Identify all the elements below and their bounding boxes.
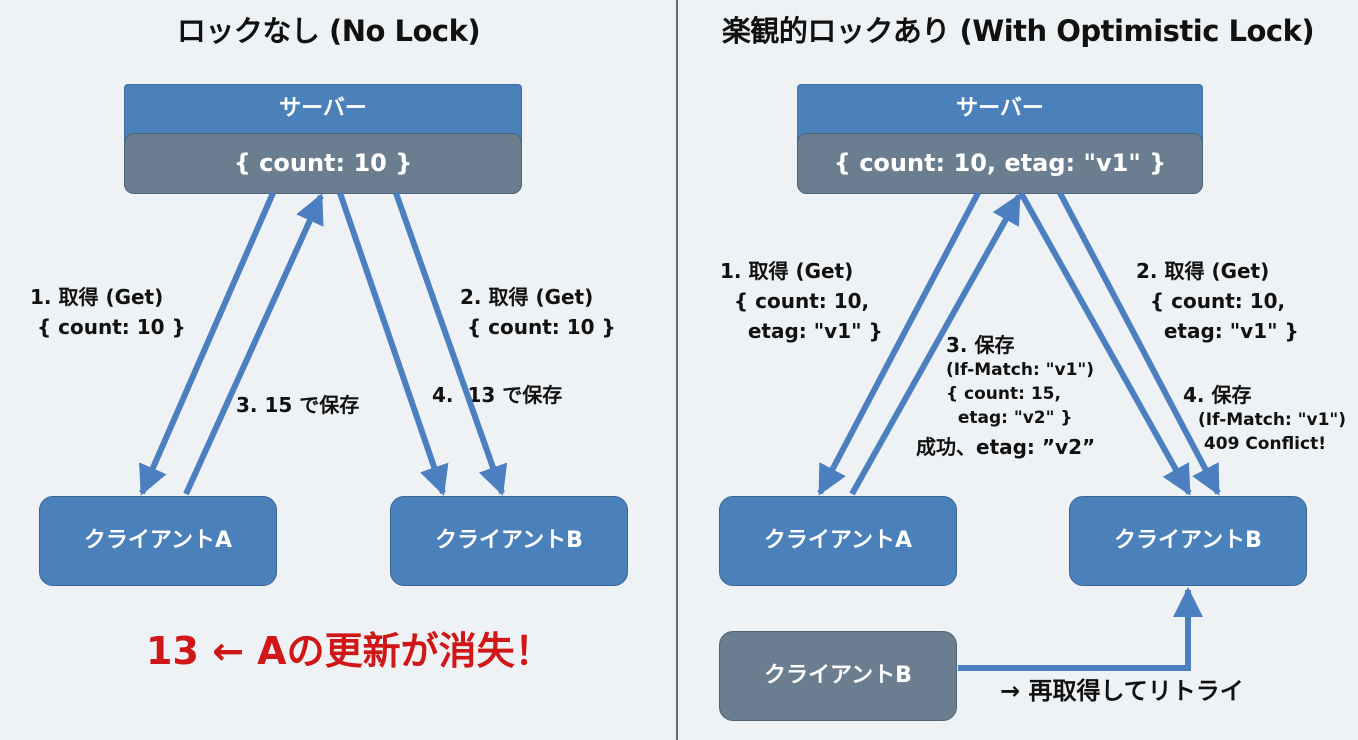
step1-label: 1. 取得 (Get) { count: 10, etag: "v1" }: [720, 259, 883, 343]
client-b-retry-box: クライアントB: [719, 631, 957, 721]
step3-title: 3. 保存: [946, 333, 1015, 357]
step3-if-match: (If-Match: "v1") { count: 15, etag: "v2"…: [946, 360, 1095, 428]
retry-label: → 再取得してリトライ: [1000, 677, 1244, 705]
server-name: サーバー: [956, 96, 1044, 121]
client-a-box: クライアントA: [719, 496, 957, 586]
panel-divider: [676, 0, 678, 740]
server-name: サーバー: [279, 96, 367, 121]
server-state: { count: 10, etag: "v1" }: [797, 133, 1203, 194]
no-lock-panel: ロックなし (No Lock) サーバー { count: 10 } 1. 取得…: [0, 0, 677, 740]
step2-label: 2. 取得 (Get) { count: 10, etag: "v1" }: [1136, 259, 1299, 343]
step3-label: 3. 15 で保存: [236, 393, 360, 417]
optimistic-lock-panel: 楽観的ロックあり (With Optimistic Lock) サーバー { c…: [678, 0, 1358, 740]
optimistic-lock-title: 楽観的ロックあり (With Optimistic Lock): [721, 14, 1315, 48]
step4-label: 4. 13 で保存: [432, 383, 563, 407]
client-a-box: クライアントA: [39, 496, 277, 586]
client-b-box: クライアントB: [390, 496, 628, 586]
server-state: { count: 10 }: [124, 133, 522, 194]
step2-label: 2. 取得 (Get) { count: 10 }: [460, 285, 616, 339]
step4-title: 4. 保存: [1183, 383, 1252, 407]
step3-result: 成功、etag: ”v2”: [916, 435, 1096, 459]
server-box: サーバー { count: 10, etag: "v1" }: [797, 84, 1203, 194]
client-b-box: クライアントB: [1069, 496, 1307, 586]
step1-label: 1. 取得 (Get) { count: 10 }: [30, 285, 186, 339]
server-box: サーバー { count: 10 }: [124, 84, 522, 194]
no-lock-title: ロックなし (No Lock): [176, 14, 481, 48]
step4-body: (If-Match: "v1") 409 Conflict!: [1198, 410, 1347, 454]
lost-update-warning: 13 ← Aの更新が消失！: [146, 629, 553, 673]
